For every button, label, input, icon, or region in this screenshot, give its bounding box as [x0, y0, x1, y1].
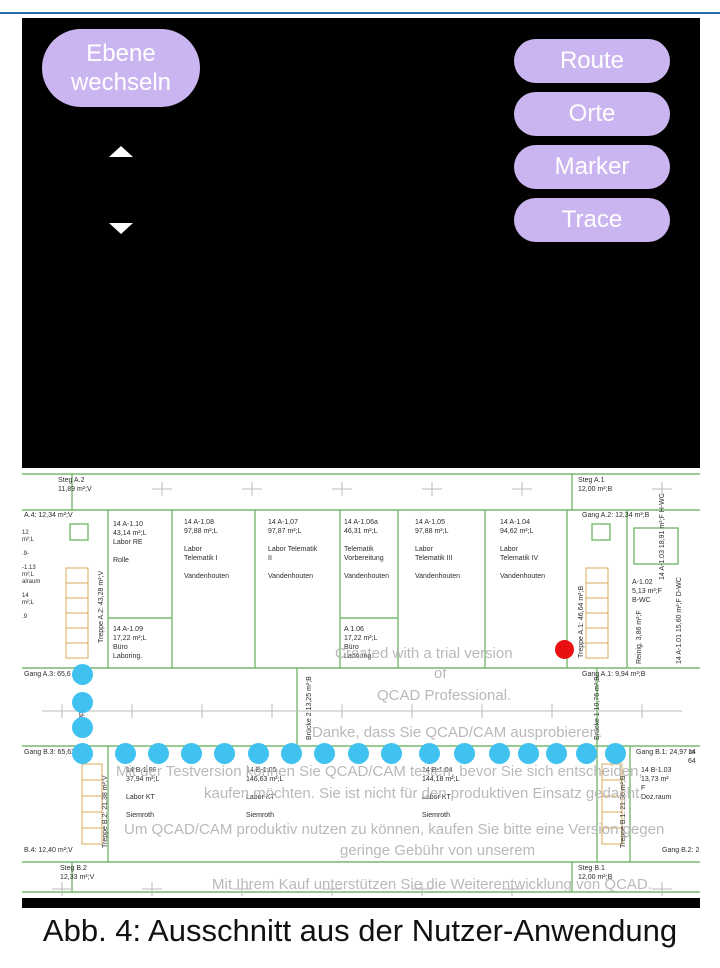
- watermark-text: of: [434, 665, 447, 682]
- route-point: [148, 743, 169, 764]
- route-point: [248, 743, 269, 764]
- corridor-label: B.4: 12,40 m²;V: [24, 847, 73, 854]
- watermark-text: Mit der Testversion können Sie QCAD/CAM …: [116, 763, 643, 780]
- level-down-icon[interactable]: [109, 223, 133, 234]
- room-label: 14 B-1.06 37,94 m²;L Labor KT Siemroth: [126, 767, 160, 819]
- route-point: [518, 743, 539, 764]
- room-label: 14 A-1.10 43,14 m²;L Labor RE Rolle: [113, 521, 147, 564]
- route-point: [489, 743, 510, 764]
- stair-label: Treppe B.2: 21,38 m²;V: [102, 775, 109, 849]
- marker-button[interactable]: Marker: [514, 145, 670, 189]
- corridor-label: Gang B.2: 2: [662, 847, 700, 854]
- room-label: 14 A-1.04 94,62 m²;L Labor Telematik IV …: [500, 519, 546, 580]
- corridor-label: Gang A.3: 65,6: [24, 671, 71, 678]
- room-label: 14 A-1.01 15,60 m²;F D-WC: [676, 577, 683, 664]
- top-rule: [0, 12, 720, 14]
- stair-label: Treppe A.2: 43,28 m²;V: [98, 570, 105, 643]
- figure-caption: Abb. 4: Ausschnitt aus der Nutzer-Anwend…: [42, 913, 678, 948]
- watermark-text: Mit Ihrem Kauf unterstützen Sie die Weit…: [212, 876, 652, 893]
- room-label: Steg B.2 12,33 m²;V: [60, 865, 95, 881]
- trace-button[interactable]: Trace: [514, 198, 670, 242]
- corridor-label: Gang B.1: 24,97 m: [636, 749, 695, 756]
- route-point: [419, 743, 440, 764]
- room-label: 12 m²;L .9- -1.13 m²;L alraum 14 m²;L .9: [22, 530, 41, 620]
- room-label: 14 A-1.09 17,22 m²;L Büro Laboring.: [113, 626, 147, 660]
- route-point: [605, 743, 626, 764]
- room-label: 14 64: [688, 749, 696, 765]
- room-label: 14 B-1.03 13,73 m² F Doz.raum: [641, 767, 672, 801]
- route-point: [72, 717, 93, 738]
- screen-bottom-bar: [22, 898, 700, 908]
- route-point: [181, 743, 202, 764]
- room-label: Gang A.2: 12,34 m²;B: [582, 512, 650, 519]
- route-point: [546, 743, 567, 764]
- route-point: [214, 743, 235, 764]
- room-label: A-1.02 5,13 m²;F B-WC: [632, 579, 662, 604]
- watermark-text: Created with a trial version: [335, 645, 513, 662]
- room-label: 14 A-1.08 97,88 m²;L Labor Telematik I V…: [184, 519, 230, 580]
- route-point: [576, 743, 597, 764]
- room-label: A 1.06 17,22 m²;L Büro Laboring.: [344, 626, 378, 660]
- route-point: [281, 743, 302, 764]
- room-label: 14 B-1.05 146,63 m²;L Labor KT Siemroth: [246, 767, 284, 819]
- floor-plan-lines: [22, 473, 700, 896]
- room-label: 14 A-1.07 97,87 m²;L Labor Telematik II …: [268, 519, 318, 580]
- route-point: [314, 743, 335, 764]
- room-label: Steg B.1 12,00 m²;B: [578, 865, 613, 881]
- watermark-text: geringe Gebühr von unserem: [340, 842, 536, 859]
- route-point: [454, 743, 475, 764]
- places-button[interactable]: Orte: [514, 92, 670, 136]
- room-label: Steg A.2 11,89 m²;V: [58, 477, 92, 493]
- route-point: [72, 743, 93, 764]
- room-label: 14 A-1.05 97,88 m²;L Labor Telematik III…: [415, 519, 461, 580]
- current-position-marker[interactable]: [555, 640, 574, 659]
- route-button[interactable]: Route: [514, 39, 670, 83]
- route-point: [72, 664, 93, 685]
- room-label: 14 A-1.06a 46,31 m²;L Telematik Vorberei…: [344, 519, 390, 580]
- route-point: [381, 743, 402, 764]
- stair-label: Treppe A.1: 46,64 m²;B: [578, 585, 585, 658]
- room-label: 14 A-1.03 18,91 m²;F H-WC: [659, 493, 666, 580]
- corridor-label: Gang A.1: 9,94 m²;B: [582, 671, 646, 678]
- watermark-text: Danke, dass Sie QCAD/CAM ausprobieren.: [312, 724, 603, 741]
- level-up-icon[interactable]: [109, 146, 133, 157]
- floor-plan-map[interactable]: Steg A.2 11,89 m²;V Steg A.1 12,00 m²;B …: [22, 468, 700, 898]
- room-label: 14 B-1.04 144,18 m²;L Labor KT Siemroth: [422, 767, 460, 819]
- room-label: Steg A.1 12,00 m²;B: [578, 477, 613, 493]
- route-point: [72, 692, 93, 713]
- room-label: A.4: 12,34 m²;V: [24, 512, 73, 519]
- watermark-text: Um QCAD/CAM produktiv nutzen zu können, …: [124, 821, 665, 838]
- app-screen: Ebene wechseln Route Orte Marker Trace: [22, 18, 700, 908]
- change-level-button[interactable]: Ebene wechseln: [42, 29, 200, 107]
- room-label: Reinig. 3,86 m²;F: [636, 610, 643, 664]
- watermark-text: kaufen möchten. Sie ist nicht für den pr…: [204, 785, 644, 802]
- route-point: [348, 743, 369, 764]
- route-point: [115, 743, 136, 764]
- watermark-text: QCAD Professional.: [377, 687, 512, 704]
